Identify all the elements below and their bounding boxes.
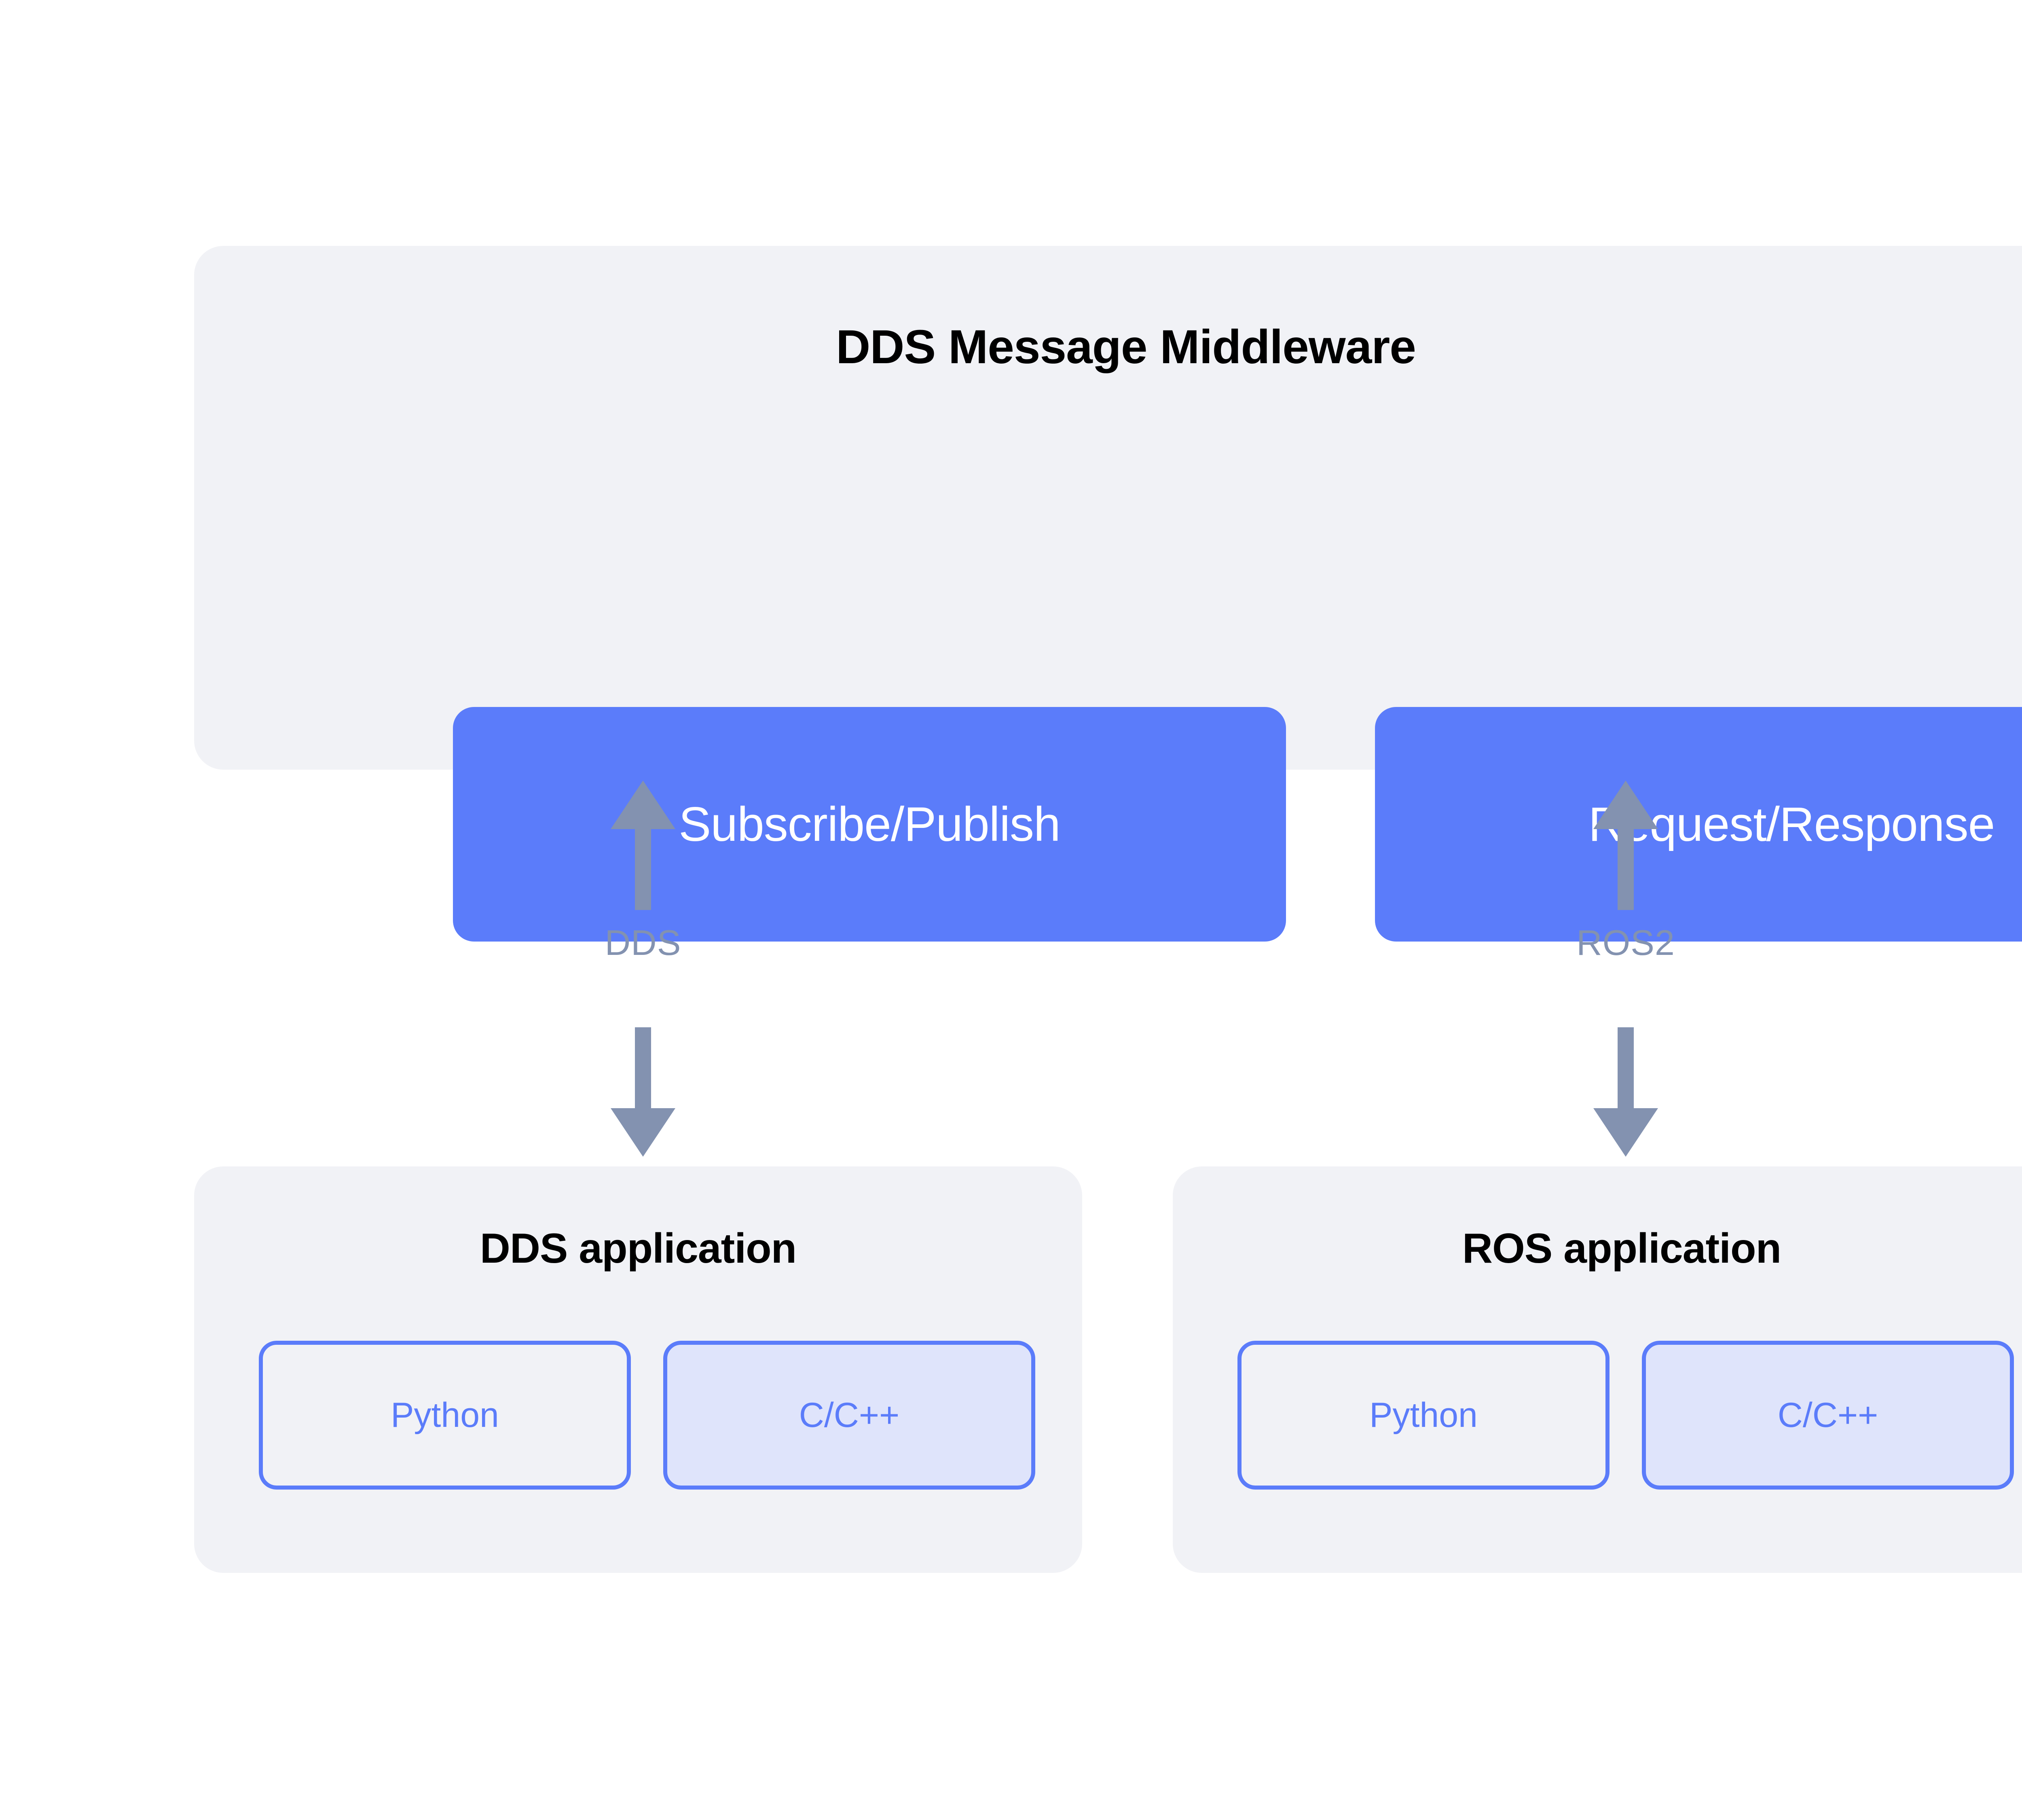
panel-dds-message-middleware: DDS Message Middleware Subscribe/Publish… — [194, 246, 2022, 942]
panel-title-ros-application: ROS application — [1462, 1225, 1781, 1272]
panel-title-dds-message-middleware: DDS Message Middleware — [836, 320, 1416, 374]
lang-chip-dds-cpp[interactable]: C/C++ — [663, 1341, 1035, 1490]
panel-title-dds-application: DDS application — [480, 1225, 797, 1272]
double-arrow-icon — [1593, 781, 1658, 1157]
connector-dds: DDS — [558, 781, 728, 1157]
connector-ros2: ROS2 — [1541, 781, 1711, 1157]
lang-chip-ros-python[interactable]: Python — [1237, 1341, 1610, 1490]
lang-chip-dds-python[interactable]: Python — [259, 1341, 631, 1490]
connector-label-dds: DDS — [605, 923, 681, 963]
lang-chip-ros-cpp[interactable]: C/C++ — [1642, 1341, 2014, 1490]
double-arrow-icon — [611, 781, 675, 1157]
block-subscribe-publish[interactable]: Subscribe/Publish — [453, 707, 1286, 942]
block-request-response[interactable]: Request/Response — [1375, 707, 2022, 942]
connector-label-ros2: ROS2 — [1576, 923, 1675, 963]
